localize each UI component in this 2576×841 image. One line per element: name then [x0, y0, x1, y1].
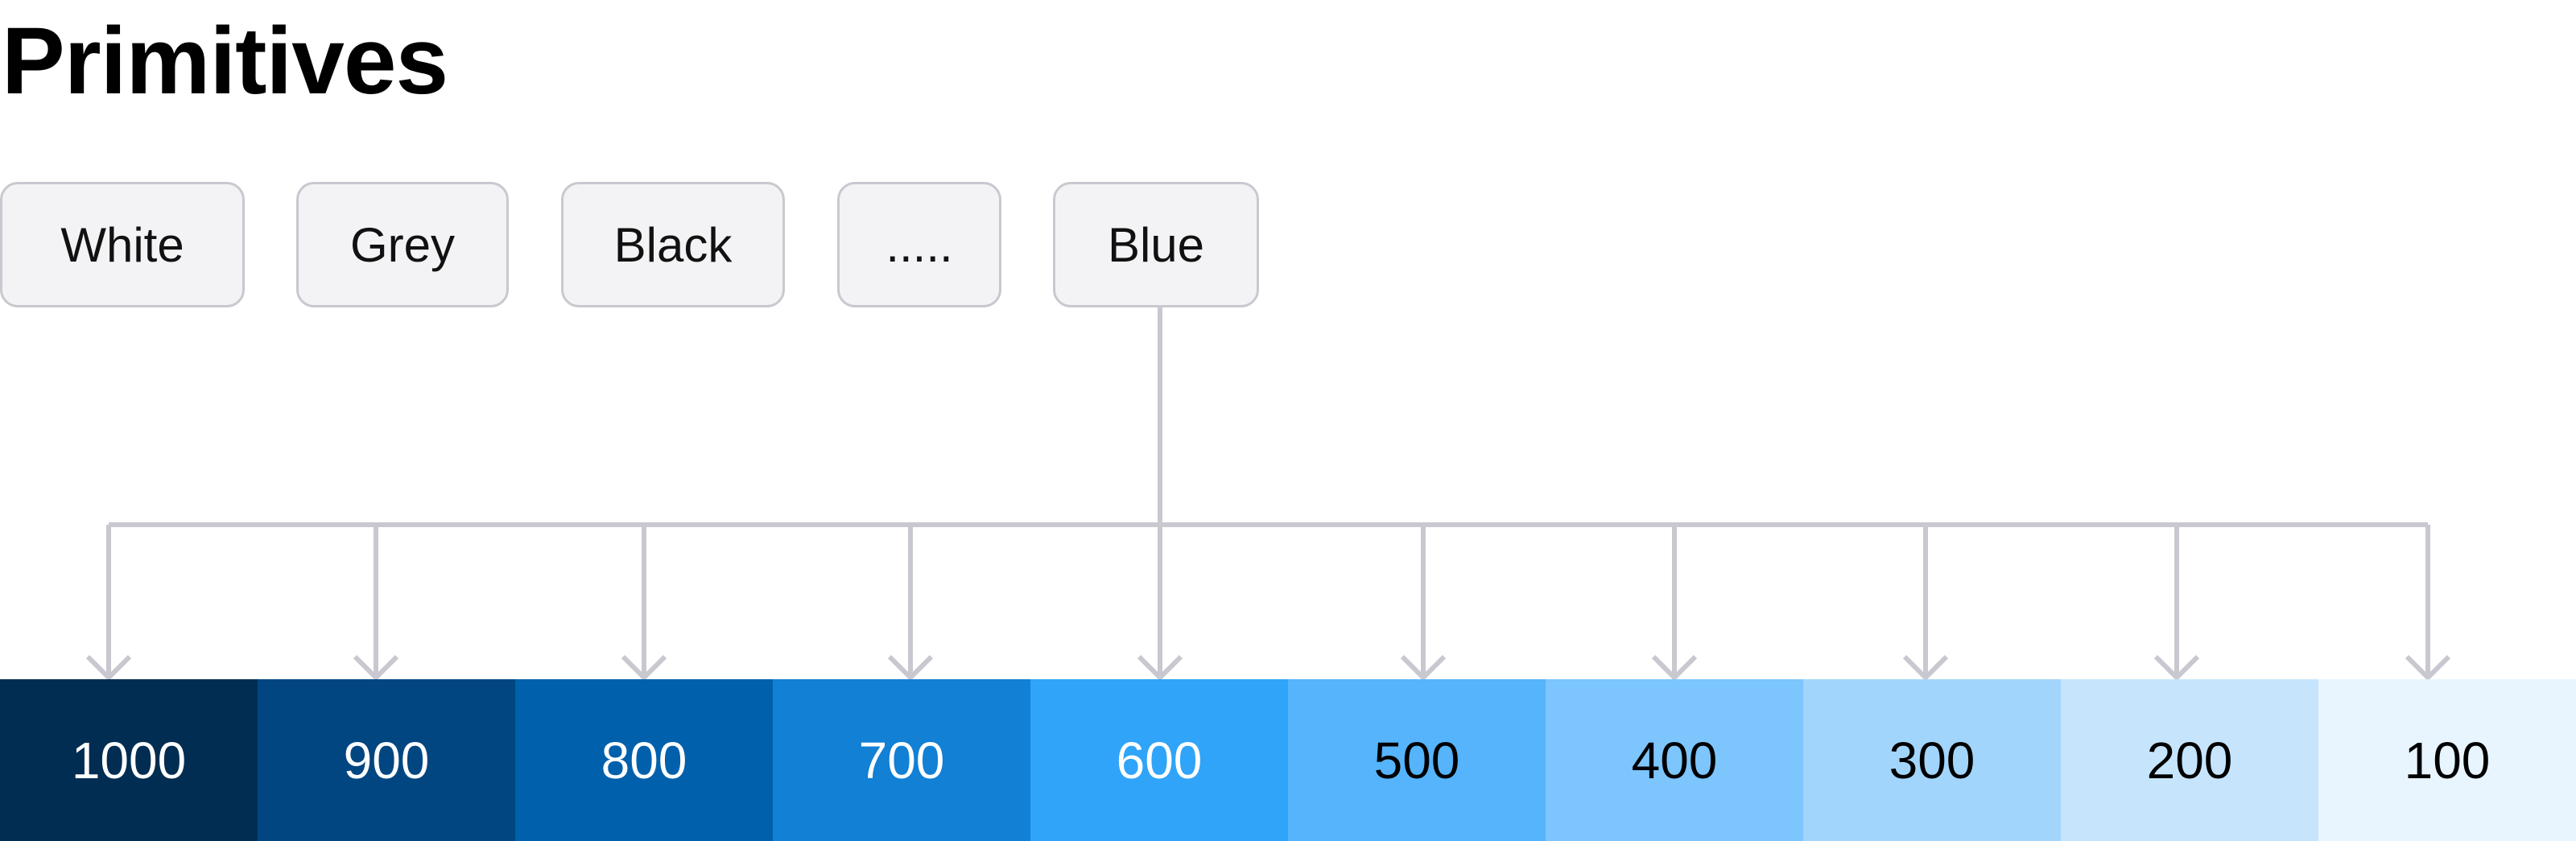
- swatch-label: 800: [601, 731, 687, 789]
- swatch-label: 100: [2404, 731, 2491, 789]
- chip-grey[interactable]: Grey: [296, 182, 509, 307]
- swatch-600[interactable]: 600: [1030, 679, 1288, 841]
- swatch-label: 500: [1373, 731, 1460, 789]
- chip-black[interactable]: Black: [561, 182, 785, 307]
- swatch-900[interactable]: 900: [258, 679, 515, 841]
- arrow-head-icon: [2405, 654, 2451, 682]
- swatch-label: 1000: [71, 731, 187, 789]
- chip-label: .....: [886, 217, 953, 272]
- chip-label: White: [60, 217, 184, 272]
- arrow-head-icon: [85, 654, 132, 682]
- arrow-head-icon: [1651, 654, 1698, 682]
- swatch-100[interactable]: 100: [2318, 679, 2576, 841]
- arrow-head-icon: [1137, 654, 1183, 682]
- swatch-400[interactable]: 400: [1546, 679, 1803, 841]
- chip-blue[interactable]: Blue: [1053, 182, 1259, 307]
- swatch-700[interactable]: 700: [773, 679, 1030, 841]
- arrow-head-icon: [887, 654, 934, 682]
- swatch-label: 600: [1116, 731, 1203, 789]
- swatch-label: 400: [1631, 731, 1718, 789]
- swatch-1000[interactable]: 1000: [0, 679, 258, 841]
- arrow-head-icon: [1902, 654, 1949, 682]
- arrow-head-icon: [621, 654, 667, 682]
- chip-label: Black: [613, 217, 733, 272]
- swatch-500[interactable]: 500: [1288, 679, 1546, 841]
- chip-label: Grey: [349, 217, 456, 272]
- chip-label: Blue: [1107, 217, 1205, 272]
- swatch-800[interactable]: 800: [515, 679, 773, 841]
- chip-white[interactable]: White: [0, 182, 245, 307]
- swatch-label: 200: [2146, 731, 2233, 789]
- swatch-label: 900: [343, 731, 430, 789]
- swatch-200[interactable]: 200: [2061, 679, 2318, 841]
- arrow-head-icon: [2153, 654, 2200, 682]
- swatch-row: 1000 900 800 700 600 500 400 300 200 100: [0, 679, 2576, 841]
- chip-more[interactable]: .....: [837, 182, 1001, 307]
- swatch-label: 300: [1889, 731, 1975, 789]
- arrow-head-icon: [353, 654, 399, 682]
- swatch-300[interactable]: 300: [1803, 679, 2061, 841]
- arrow-head-icon: [1400, 654, 1447, 682]
- page-title: Primitives: [2, 8, 448, 114]
- swatch-label: 700: [858, 731, 945, 789]
